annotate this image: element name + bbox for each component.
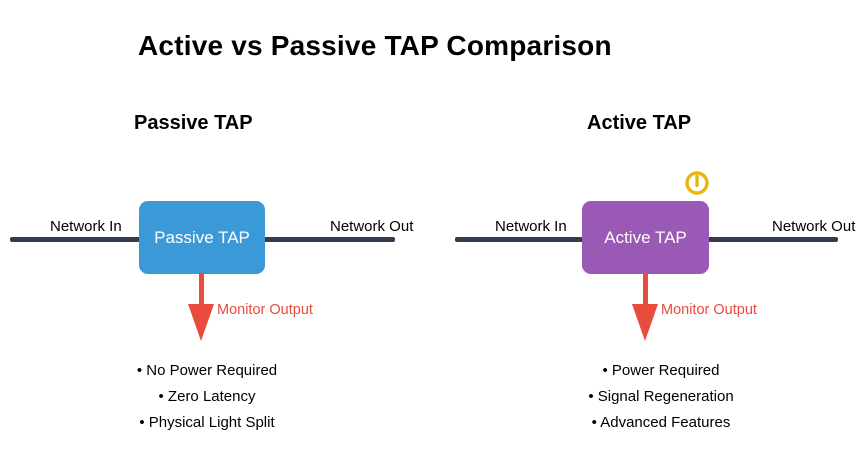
passive-feature-list: • No Power Required • Zero Latency • Phy… bbox=[107, 358, 307, 436]
feature-item: • Power Required bbox=[602, 362, 720, 379]
passive-monitor-arrow-head bbox=[188, 304, 214, 341]
passive-monitor-output-label: Monitor Output bbox=[217, 302, 313, 318]
feature-item: • Zero Latency bbox=[158, 388, 256, 405]
feature-item: • Signal Regeneration bbox=[588, 388, 734, 405]
active-monitor-output-label: Monitor Output bbox=[661, 302, 757, 318]
active-monitor-arrow-head bbox=[632, 304, 658, 341]
feature-item: • Advanced Features bbox=[591, 414, 731, 431]
active-network-in-label: Network In bbox=[495, 218, 567, 235]
passive-monitor-arrow-stem bbox=[199, 273, 204, 306]
active-tap-box-label: Active TAP bbox=[604, 227, 687, 247]
active-tap-box: Active TAP bbox=[582, 201, 709, 274]
active-network-out-label: Network Out bbox=[772, 218, 856, 235]
active-monitor-arrow-stem bbox=[643, 273, 648, 306]
power-icon bbox=[683, 169, 711, 197]
active-heading: Active TAP bbox=[587, 112, 692, 134]
feature-item: • No Power Required bbox=[136, 362, 278, 379]
feature-item: • Physical Light Split bbox=[139, 414, 275, 431]
active-feature-list: • Power Required • Signal Regeneration •… bbox=[561, 358, 761, 436]
passive-network-out-label: Network Out bbox=[330, 218, 414, 235]
diagram-title: Active vs Passive TAP Comparison bbox=[138, 30, 612, 61]
passive-tap-box: Passive TAP bbox=[139, 201, 265, 274]
passive-network-in-label: Network In bbox=[50, 218, 122, 235]
passive-heading: Passive TAP bbox=[134, 112, 253, 134]
passive-tap-box-label: Passive TAP bbox=[154, 227, 250, 247]
